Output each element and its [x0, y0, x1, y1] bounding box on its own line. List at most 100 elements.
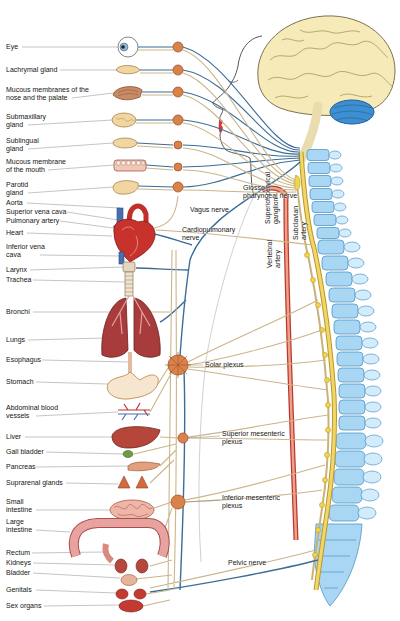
lachrymal-gland [116, 66, 140, 74]
chain-ganglion [320, 503, 325, 508]
organ-label: Sublingual gland [6, 137, 50, 153]
spinous-process [355, 290, 371, 300]
intestine-coils [114, 504, 152, 516]
ganglion [174, 163, 182, 171]
chain-ganglion [325, 378, 330, 383]
gall-bladder [123, 451, 133, 458]
nerve-label: Cardiopulmonary nerve [182, 226, 242, 242]
organ-label: Bladder [6, 569, 46, 577]
organ-label: Pancreas [6, 463, 46, 471]
vertebra [309, 176, 331, 187]
spinous-process [344, 242, 360, 252]
organ-label: Gall bladder [6, 448, 66, 456]
superior-mesenteric-plexus [178, 433, 188, 443]
spinous-process [363, 471, 381, 483]
vertebra [338, 368, 364, 382]
spinous-process [363, 354, 379, 364]
abdominal-veins [118, 414, 150, 420]
nose-mucosa-folds [118, 90, 138, 96]
spinous-process [365, 402, 381, 412]
organ-label: Small intestine [6, 498, 42, 514]
spinous-process [364, 370, 380, 380]
spinous-process [348, 258, 364, 268]
chain-ganglion [313, 553, 318, 558]
spinous-process [358, 306, 374, 316]
liver [112, 427, 160, 448]
organ-label: Larynx [6, 266, 46, 274]
kidney [115, 559, 127, 573]
organ-label: Suprarenal glands [6, 479, 76, 487]
sublingual-gland [113, 138, 137, 148]
vertebra [317, 228, 339, 239]
ganglion [173, 182, 183, 192]
organ-label: Submaxillary gland [6, 113, 56, 129]
head-profile [213, 36, 262, 196]
vertebra [332, 487, 362, 503]
organ-label: Bronchi [6, 308, 46, 316]
organ-label: Stomach [6, 378, 46, 386]
vertebra [329, 288, 355, 302]
vertebra [334, 469, 364, 485]
spinous-process [331, 177, 343, 185]
heart-highlight [122, 227, 138, 256]
organ-label: Mucous membranes of the nose and the pal… [6, 86, 96, 102]
brain-gyri [268, 30, 392, 98]
teeth [117, 161, 144, 165]
organ-label: Rectum [6, 549, 46, 557]
large-intestine-outline [74, 523, 165, 556]
mouth-mucosa [114, 160, 146, 171]
vertebra [335, 451, 365, 467]
vertebra [326, 272, 352, 286]
vertebra [332, 304, 358, 318]
vertebra [339, 400, 365, 414]
ganglion [173, 115, 183, 125]
vertebra [308, 163, 330, 174]
vertebra [307, 150, 329, 161]
vertebra [336, 433, 366, 449]
vertebra [310, 189, 332, 200]
vertebra [322, 256, 348, 270]
organ-label: Lachrymal gland [6, 66, 86, 74]
cerebellum-folds [332, 105, 373, 121]
spinous-process [362, 338, 378, 348]
spinous-process [336, 216, 348, 224]
spinous-process [361, 489, 379, 501]
organ-label: Liver [6, 433, 46, 441]
ganglion-label: Superior cervical ganglion [264, 160, 280, 224]
chain-ganglion [326, 403, 331, 408]
chain-ganglion [311, 278, 316, 283]
lung [134, 298, 160, 357]
inferior-mesenteric-plexus [171, 495, 185, 509]
organ-label: Superior vena cava [6, 208, 86, 216]
plexus-label: Solar plexus [205, 361, 265, 369]
vertebra [314, 215, 336, 226]
bronchi [112, 296, 150, 334]
chain-ganglion [323, 478, 328, 483]
chain-ganglion [316, 303, 321, 308]
spinous-process [329, 151, 341, 159]
spinous-process [332, 190, 344, 198]
spinous-process [360, 322, 376, 332]
vertebra [334, 320, 360, 334]
spinal-cord [301, 152, 335, 590]
chain-ganglion [305, 253, 310, 258]
vertebra [318, 240, 344, 254]
trachea-rings [125, 276, 133, 292]
organ-label: Genitals [6, 586, 46, 594]
vertebra [312, 202, 334, 213]
cerebellum [330, 100, 374, 124]
organ-label: Esophagus [6, 356, 56, 364]
stomach [107, 372, 158, 399]
organ-label: Aorta [6, 199, 46, 207]
spinous-process [352, 274, 368, 284]
ganglion [173, 87, 183, 97]
ganglion [173, 65, 183, 75]
suprarenal-gland [118, 476, 130, 488]
genital [134, 589, 146, 599]
lung [102, 298, 128, 357]
spinous-process [339, 229, 351, 237]
spinous-process [364, 453, 382, 465]
ganglion [173, 42, 183, 52]
